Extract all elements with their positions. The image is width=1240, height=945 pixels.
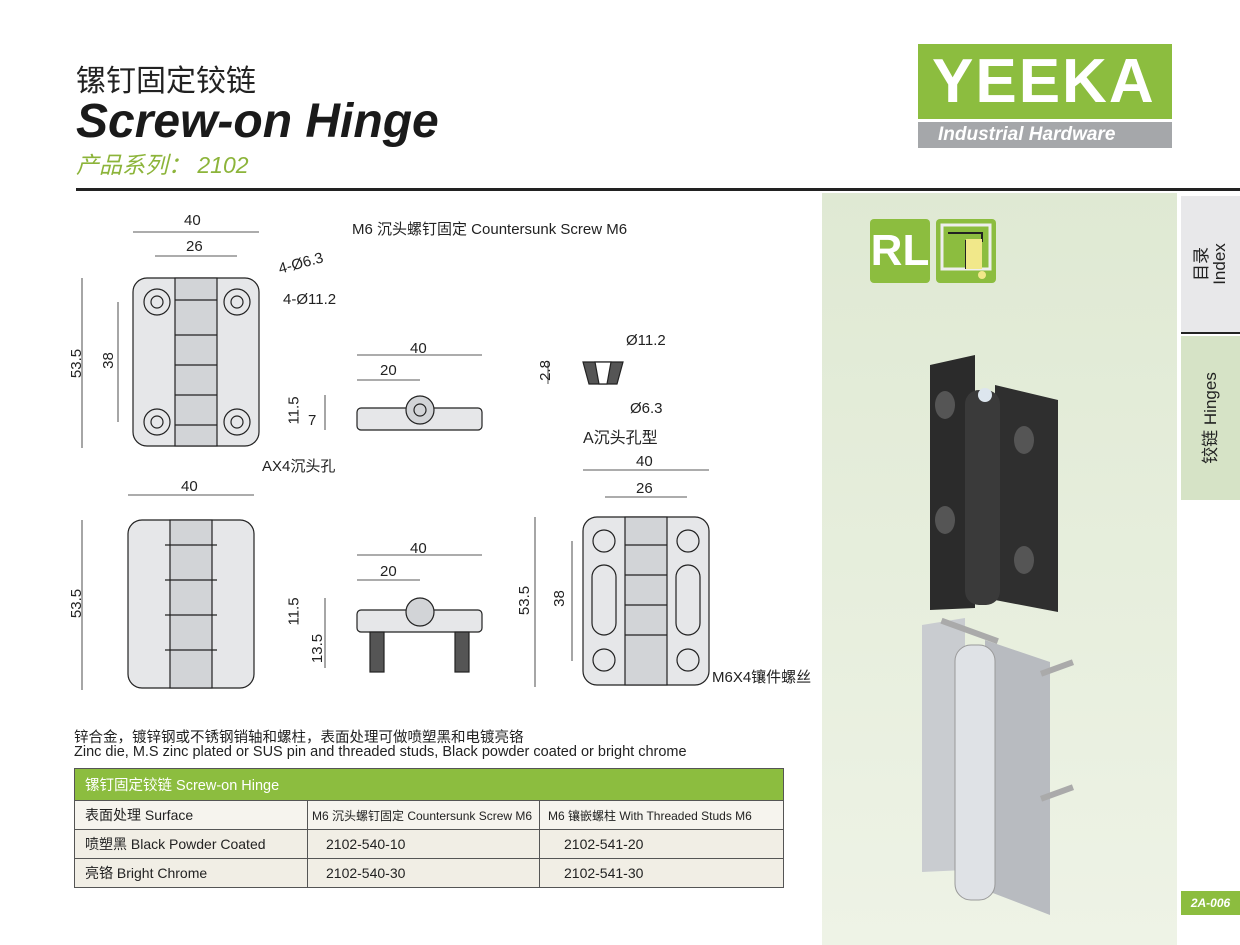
series-label: 产品系列： 2102: [76, 152, 249, 178]
cell-part-number: 2102-541-30: [539, 858, 784, 888]
rl-badge: RL: [870, 219, 930, 283]
dim-front2-height: 53.5: [516, 585, 534, 616]
dim-front2-hole-pitch: 38: [550, 590, 568, 607]
tab-hinges-label: 铰链 Hinges: [1200, 372, 1220, 464]
table-title: 镙钉固定铰链 Screw-on Hinge: [74, 768, 784, 801]
dim-back-height: 53.5: [68, 588, 86, 619]
col-header-countersunk: M6 沉头螺钉固定 Countersunk Screw M6: [307, 800, 540, 830]
front-view-countersunk: [81, 231, 260, 448]
cell-surface: 喷塑黑 Black Powder Coated: [74, 829, 308, 859]
dim-back-width: 40: [181, 478, 198, 495]
cell-part-number: 2102-540-10: [307, 829, 540, 859]
dim-front1-pitch: 26: [186, 238, 203, 255]
description-cn: 锌合金，镀锌钢或不锈钢销轴和螺柱，表面处理可做喷塑黑和电镀亮铬: [74, 730, 524, 746]
description-en: Zinc die, M.S zinc plated or SUS pin and…: [74, 744, 687, 760]
dim-csk-large: Ø11.2: [626, 332, 666, 349]
cell-part-number: 2102-540-30: [307, 858, 540, 888]
header-divider: [76, 188, 1240, 191]
tab-index-cn: 目录: [1191, 247, 1211, 281]
countersink-detail: [547, 361, 624, 385]
cell-surface: 亮铬 Bright Chrome: [74, 858, 308, 888]
dim-side2-width: 40: [410, 540, 427, 557]
dim-side1-width: 40: [410, 340, 427, 357]
side-view-studs: [324, 554, 483, 673]
col-header-studs: M6 镶嵌螺柱 With Threaded Studs M6: [539, 800, 784, 830]
dim-side1-height: 11.5: [285, 396, 303, 425]
dim-side2-height: 11.5: [285, 597, 303, 626]
dim-csk-small: Ø6.3: [630, 400, 663, 417]
product-photo-panel: [822, 193, 1177, 945]
mounting-icon: [936, 219, 996, 283]
drawing-caption: M6 沉头螺钉固定 Countersunk Screw M6: [352, 221, 628, 238]
cell-part-number: 2102-541-20: [539, 829, 784, 859]
brand-logo: YEEKA Industrial Hardware: [918, 44, 1172, 148]
title-cn: 镙钉固定铰链: [76, 65, 256, 98]
title-en: Screw-on Hinge: [76, 95, 439, 148]
dim-hole-small: 4-Ø6.3: [276, 249, 326, 278]
tab-index-en: Index: [1209, 243, 1229, 285]
dim-front1-width: 40: [184, 212, 201, 229]
dim-side2-half: 20: [380, 563, 397, 580]
part-number-table: 镙钉固定铰链 Screw-on Hinge 表面处理 Surface M6 沉头…: [74, 768, 784, 888]
side-view-countersunk: [324, 354, 483, 431]
dim-stud-length: 13.5: [309, 633, 327, 664]
tab-hinges[interactable]: 铰链 Hinges: [1181, 336, 1240, 500]
dim-front1-hole-pitch: 38: [99, 352, 117, 369]
col-header-surface: 表面处理 Surface: [74, 800, 308, 830]
dim-side1-thick: 7: [308, 412, 317, 429]
dim-hole-large: 4-Ø11.2: [283, 291, 337, 308]
dim-front2-width: 40: [636, 453, 653, 470]
page-number: 2A-006: [1181, 891, 1240, 915]
note-studs: M6X4镶件螺丝: [712, 669, 812, 686]
logo-tagline: Industrial Hardware: [918, 122, 1172, 148]
dim-front1-height: 53.5: [68, 348, 86, 379]
front-view-studs: [534, 469, 710, 687]
csk-detail-title: A沉头孔型: [583, 430, 658, 447]
dim-csk-depth: 2.8: [536, 360, 554, 381]
dim-side1-half: 20: [380, 362, 397, 379]
back-view: [81, 494, 255, 690]
logo-brand: YEEKA: [918, 44, 1172, 119]
note-countersunk: AX4沉头孔: [262, 458, 336, 475]
dim-front2-pitch: 26: [636, 480, 653, 497]
